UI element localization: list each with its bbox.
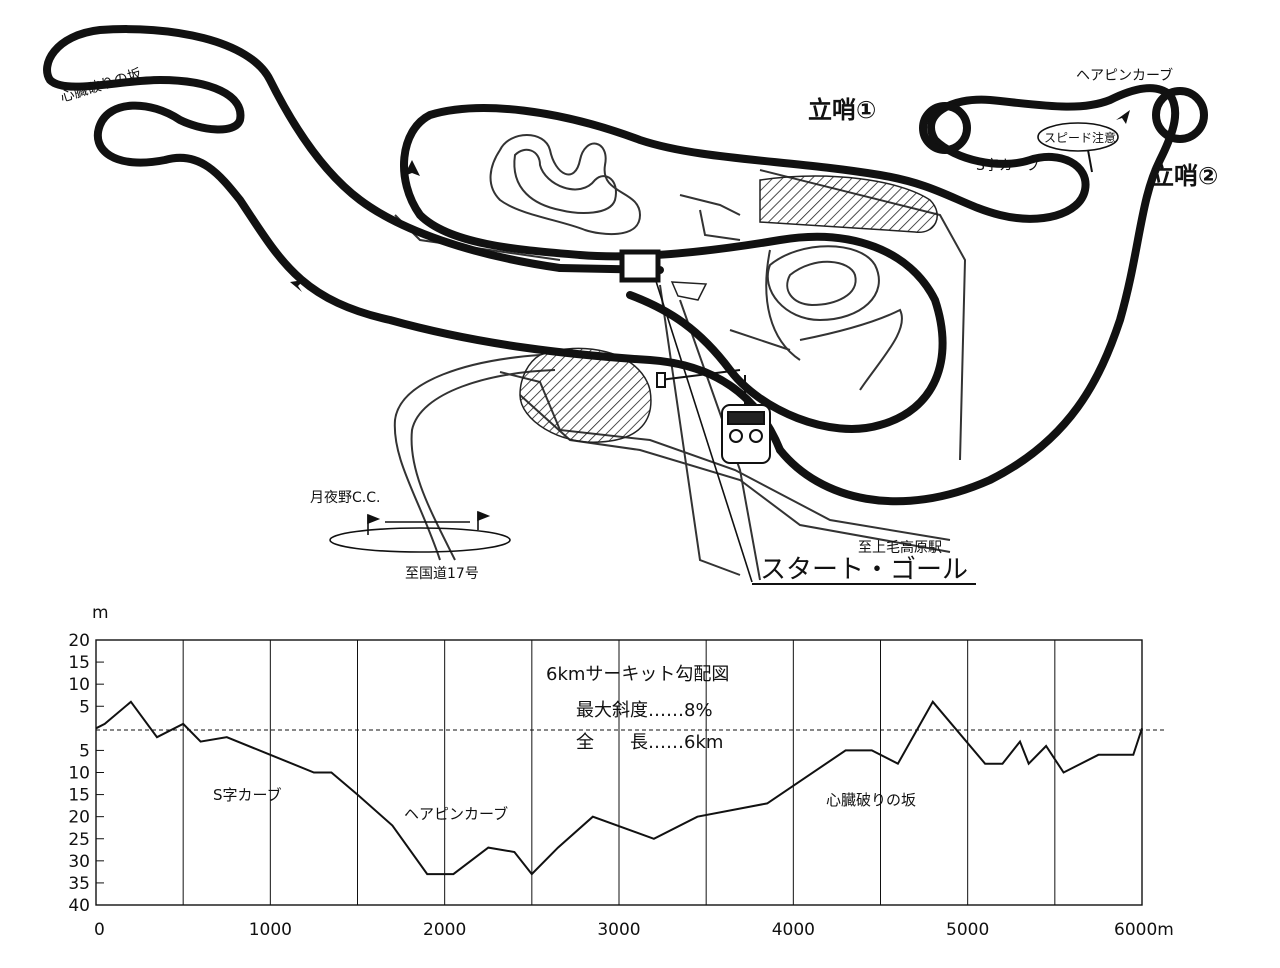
- mascot-bus-icon: [656, 369, 771, 464]
- y-tick-label: 5: [79, 697, 90, 717]
- infield-tracks: [489, 134, 903, 391]
- x-tick-label: 1000: [249, 920, 292, 940]
- start-goal-leader: [654, 277, 753, 583]
- label-start-goal: スタート・ゴール: [760, 555, 968, 585]
- y-tick-label: 15: [68, 653, 90, 673]
- elevation-line: [95, 700, 1143, 876]
- y-tick-label: 25: [68, 830, 90, 850]
- y-tick-label: 5: [79, 741, 90, 761]
- y-tick-label: 10: [68, 764, 90, 784]
- profile-title: 6kmサーキット勾配図: [546, 664, 729, 685]
- y-tick-label: 35: [68, 874, 90, 894]
- y-tick-label: 15: [68, 786, 90, 806]
- speed-caution-bubble: [1037, 122, 1119, 152]
- x-tick-label: 6000m: [1114, 920, 1174, 940]
- main-course: [43, 25, 1208, 506]
- y-tick-label: 40: [68, 896, 90, 916]
- x-tick-label: 5000: [946, 920, 989, 940]
- circuit-map: 心臓破りの坂 立哨① 立哨② ヘアピンカーブ S字カーブ スピード注意 月夜野C…: [43, 25, 1218, 585]
- section-shinzo: 心臓破りの坂: [826, 791, 916, 809]
- profile-max-slope: 最大斜度……8%: [576, 700, 713, 721]
- x-tick-label: 3000: [597, 920, 640, 940]
- label-s-curve: S字カーブ: [976, 157, 1040, 174]
- section-hairpin: ヘアピンカーブ: [404, 805, 508, 823]
- label-golf-course: 月夜野C.C.: [310, 490, 380, 506]
- chart-grid: [95, 639, 1143, 906]
- label-speed-caution: スピード注意: [1044, 130, 1116, 145]
- x-tick-label: 4000: [772, 920, 815, 940]
- y-tick-label: 20: [68, 808, 90, 828]
- y-axis-unit: m: [92, 603, 109, 623]
- label-tatesho-2: 立哨②: [1150, 162, 1218, 190]
- label-kamimoku-station: 至上毛高原駅: [858, 539, 942, 556]
- label-route-17: 至国道17号: [405, 566, 479, 582]
- y-tick-label: 20: [68, 631, 90, 651]
- x-tick-label: 0: [94, 920, 105, 940]
- section-s-curve: S字カーブ: [213, 786, 282, 804]
- hatched-areas: [519, 175, 938, 443]
- speed-caution-arrow-icon: [1087, 149, 1093, 173]
- x-tick-label: 2000: [423, 920, 466, 940]
- y-tick-label: 30: [68, 852, 90, 872]
- label-hairpin: ヘアピンカーブ: [1076, 67, 1173, 84]
- golf-flag-icon: [329, 510, 511, 553]
- profile-length: 全 長……6km: [576, 732, 723, 753]
- start-goal-building: [619, 249, 661, 283]
- direction-arrow-icon: [290, 110, 1130, 292]
- y-tick-label: 10: [68, 675, 90, 695]
- label-tatesho-1: 立哨①: [808, 96, 876, 124]
